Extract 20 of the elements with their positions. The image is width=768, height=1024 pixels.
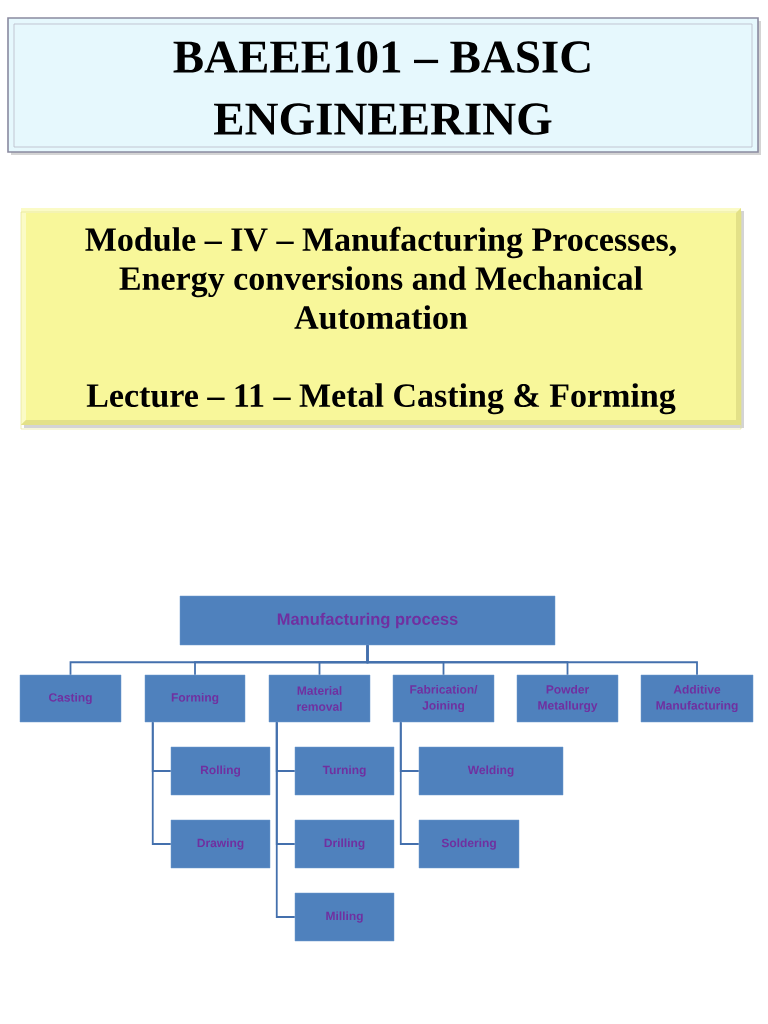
heading-banner: BAEEE101 – BASIC ENGINEERING bbox=[7, 17, 761, 155]
process-box: Additive Manufacturing bbox=[640, 674, 754, 723]
process-box: Fabrication/ Joining bbox=[392, 674, 495, 723]
process-box: Drawing bbox=[170, 819, 271, 869]
process-box: Powder Metallurgy bbox=[516, 674, 619, 723]
process-box: Drilling bbox=[294, 819, 395, 869]
process-box: Soldering bbox=[418, 819, 520, 869]
process-box: Welding bbox=[418, 746, 564, 796]
process-box: Casting bbox=[19, 674, 122, 723]
module-box: Module – IV – Manufacturing Processes, Energy conversions and Mechanical Automation Lecture – 11 – Metal Casting & Forming bbox=[20, 208, 744, 430]
process-box: Material removal bbox=[268, 674, 371, 723]
process-box: Turning bbox=[294, 746, 395, 796]
process-box: Rolling bbox=[170, 746, 271, 796]
connector-line bbox=[275, 721, 296, 918]
connector-line bbox=[366, 644, 698, 676]
process-box: Milling bbox=[294, 892, 395, 942]
process-box: Manufacturing process bbox=[179, 595, 556, 646]
connector-line bbox=[151, 721, 172, 845]
process-box: Forming bbox=[144, 674, 246, 723]
connector-line bbox=[399, 721, 420, 845]
